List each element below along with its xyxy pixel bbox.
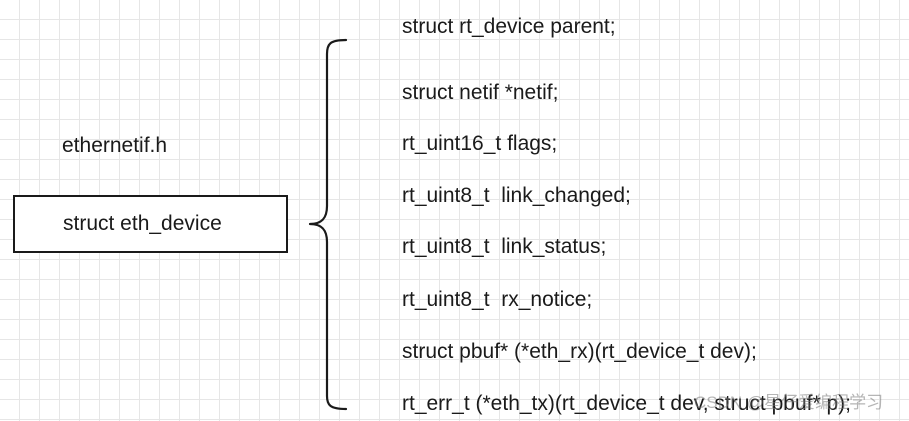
member-parent: struct rt_device parent; <box>402 15 616 38</box>
member-eth-rx: struct pbuf* (*eth_rx)(rt_device_t dev); <box>402 340 757 363</box>
file-label: ethernetif.h <box>62 134 168 157</box>
member-netif: struct netif *netif; <box>402 81 559 104</box>
member-link-changed: rt_uint8_t link_changed; <box>402 184 631 207</box>
struct-name: struct eth_device <box>63 212 222 235</box>
member-eth-tx: rt_err_t (*eth_tx)(rt_device_t dev, stru… <box>402 392 851 415</box>
watermark: CSDN @星仔爱编程学习 <box>694 393 884 412</box>
struct-box: struct eth_device <box>13 195 288 253</box>
member-link-status: rt_uint8_t link_status; <box>402 235 607 258</box>
member-rx-notice: rt_uint8_t rx_notice; <box>402 288 593 311</box>
member-flags: rt_uint16_t flags; <box>402 132 558 155</box>
